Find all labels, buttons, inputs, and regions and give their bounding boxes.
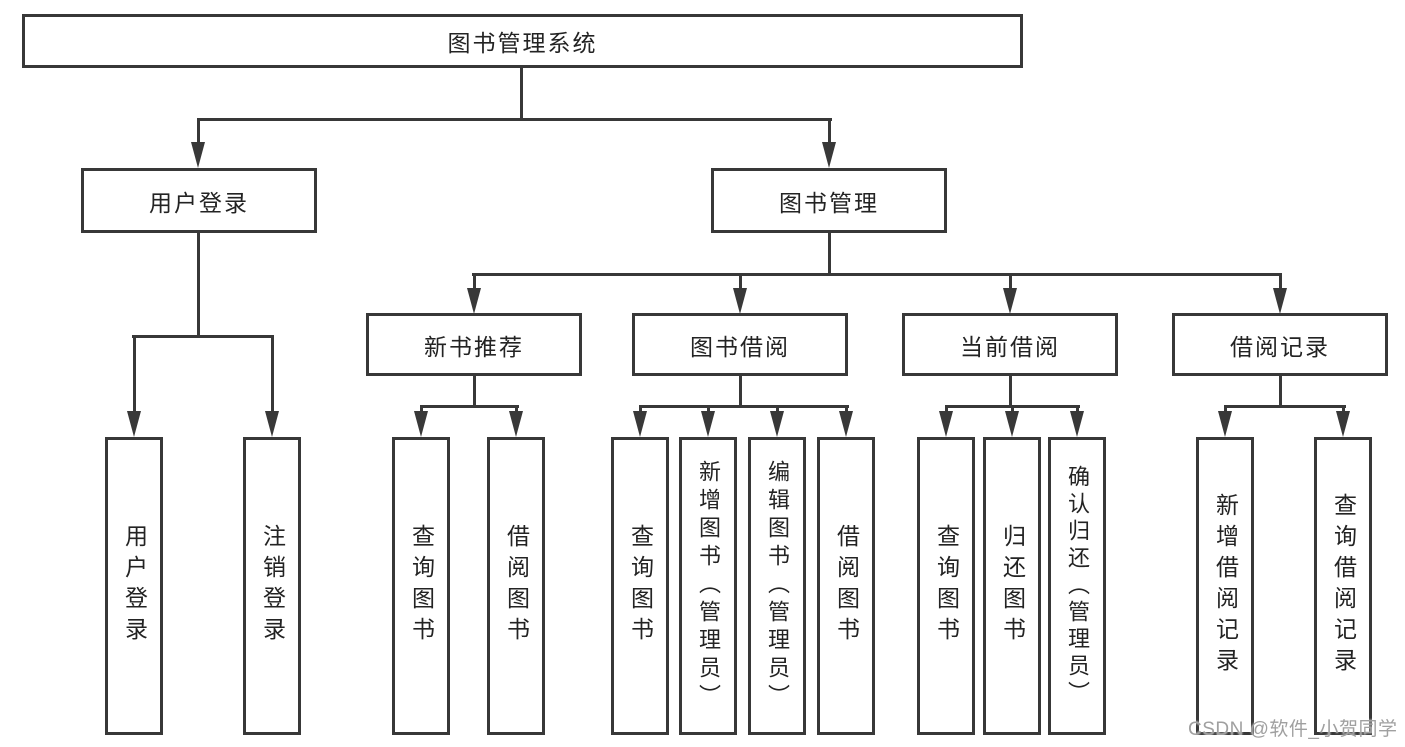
arrow-down-icon [1005, 411, 1019, 437]
leaf-nb-query-books: 查询图书 [392, 437, 450, 735]
connector-book-mgmt-stem [828, 233, 831, 275]
arrow-down-icon [939, 411, 953, 437]
leaf-logout-label: 注销登录 [259, 524, 286, 648]
leaf-cb-query-books: 查询图书 [917, 437, 975, 735]
arrow-down-icon [770, 411, 784, 437]
node-book-management-label: 图书管理 [779, 189, 879, 216]
connector-leaf-tail [133, 335, 136, 413]
leaf-cb-return-books-label: 归还图书 [999, 524, 1026, 648]
connector-user-login-tail [197, 118, 200, 146]
arrow-down-icon [633, 411, 647, 437]
node-borrowing-records: 借阅记录 [1172, 313, 1388, 376]
arrow-down-icon [467, 288, 481, 314]
connector-leaf-tail [420, 405, 423, 415]
connector-leaf-tail [776, 405, 779, 415]
arrow-down-icon [1070, 411, 1084, 437]
node-current-borrowing-label: 当前借阅 [960, 333, 1060, 360]
leaf-bb-query-books: 查询图书 [611, 437, 669, 735]
arrow-down-icon [1003, 288, 1017, 314]
connector-level3-tail [1009, 273, 1012, 291]
leaf-bb-add-books-admin: 新增图书（管理员） [679, 437, 737, 735]
connector-nb-stem [473, 376, 476, 407]
node-current-borrowing: 当前借阅 [902, 313, 1118, 376]
leaf-br-add-record: 新增借阅记录 [1196, 437, 1254, 735]
arrow-down-icon [1273, 288, 1287, 314]
connector-bb-rail [639, 405, 849, 408]
node-book-management: 图书管理 [711, 168, 947, 233]
arrow-down-icon [733, 288, 747, 314]
connector-level2-rail [197, 118, 832, 121]
node-root: 图书管理系统 [22, 14, 1023, 68]
leaf-br-add-record-label: 新增借阅记录 [1212, 493, 1239, 679]
arrow-down-icon [839, 411, 853, 437]
connector-leaf-tail [845, 405, 848, 415]
leaf-br-query-record: 查询借阅记录 [1314, 437, 1372, 735]
csdn-watermark: CSDN @软件_小贺同学 [1188, 719, 1398, 740]
node-new-book-recommend: 新书推荐 [366, 313, 582, 376]
connector-root-stem [520, 68, 523, 120]
node-user-login-label: 用户登录 [149, 189, 249, 216]
connector-level3-rail [472, 273, 1282, 276]
leaf-bb-add-books-admin-label: 新增图书（管理员） [696, 460, 721, 712]
leaf-cb-confirm-return-admin-label: 确认归还（管理员） [1065, 464, 1090, 708]
connector-book-mgmt-tail [828, 118, 831, 146]
node-user-login: 用户登录 [81, 168, 317, 233]
connector-leaf-tail [515, 405, 518, 415]
connector-level3-tail [1279, 273, 1282, 291]
arrow-down-icon [414, 411, 428, 437]
connector-leaf-tail [707, 405, 710, 415]
leaf-cb-confirm-return-admin: 确认归还（管理员） [1048, 437, 1106, 735]
arrow-down-icon [509, 411, 523, 437]
arrow-down-icon [701, 411, 715, 437]
leaf-cb-return-books: 归还图书 [983, 437, 1041, 735]
leaf-nb-borrow-books-label: 借阅图书 [503, 524, 530, 648]
connector-leaf-tail [945, 405, 948, 415]
arrow-down-icon [191, 142, 205, 168]
connector-leaf-tail [1076, 405, 1079, 415]
connector-user-login-rail [132, 335, 274, 338]
connector-leaf-tail [1224, 405, 1227, 415]
leaf-nb-query-books-label: 查询图书 [408, 524, 435, 648]
arrow-down-icon [822, 142, 836, 168]
connector-leaf-tail [639, 405, 642, 415]
connector-cb-stem [1009, 376, 1012, 407]
arrow-down-icon [1336, 411, 1350, 437]
leaf-bb-borrow-books-label: 借阅图书 [833, 524, 860, 648]
connector-bb-stem [739, 376, 742, 407]
connector-level3-tail [739, 273, 742, 291]
node-root-label: 图书管理系统 [447, 30, 598, 56]
leaf-br-query-record-label: 查询借阅记录 [1330, 493, 1357, 679]
leaf-bb-edit-books-admin-label: 编辑图书（管理员） [765, 460, 790, 712]
node-new-book-recommend-label: 新书推荐 [424, 333, 524, 360]
node-book-borrowing-label: 图书借阅 [690, 333, 790, 360]
connector-user-login-stem [197, 233, 200, 338]
arrow-down-icon [1218, 411, 1232, 437]
connector-leaf-tail [1342, 405, 1345, 415]
connector-br-rail [1224, 405, 1346, 408]
connector-br-stem [1279, 376, 1282, 407]
leaf-cb-query-books-label: 查询图书 [933, 524, 960, 648]
leaf-bb-edit-books-admin: 编辑图书（管理员） [748, 437, 806, 735]
node-borrowing-records-label: 借阅记录 [1230, 333, 1330, 360]
leaf-bb-borrow-books: 借阅图书 [817, 437, 875, 735]
leaf-nb-borrow-books: 借阅图书 [487, 437, 545, 735]
leaf-user-login: 用户登录 [105, 437, 163, 735]
connector-leaf-tail [271, 335, 274, 413]
connector-nb-rail [420, 405, 519, 408]
leaf-bb-query-books-label: 查询图书 [627, 524, 654, 648]
arrow-down-icon [265, 411, 279, 437]
arrow-down-icon [127, 411, 141, 437]
leaf-user-login-label: 用户登录 [121, 524, 148, 648]
node-book-borrowing: 图书借阅 [632, 313, 848, 376]
connector-leaf-tail [1011, 405, 1014, 415]
connector-level3-tail [473, 273, 476, 291]
leaf-logout: 注销登录 [243, 437, 301, 735]
